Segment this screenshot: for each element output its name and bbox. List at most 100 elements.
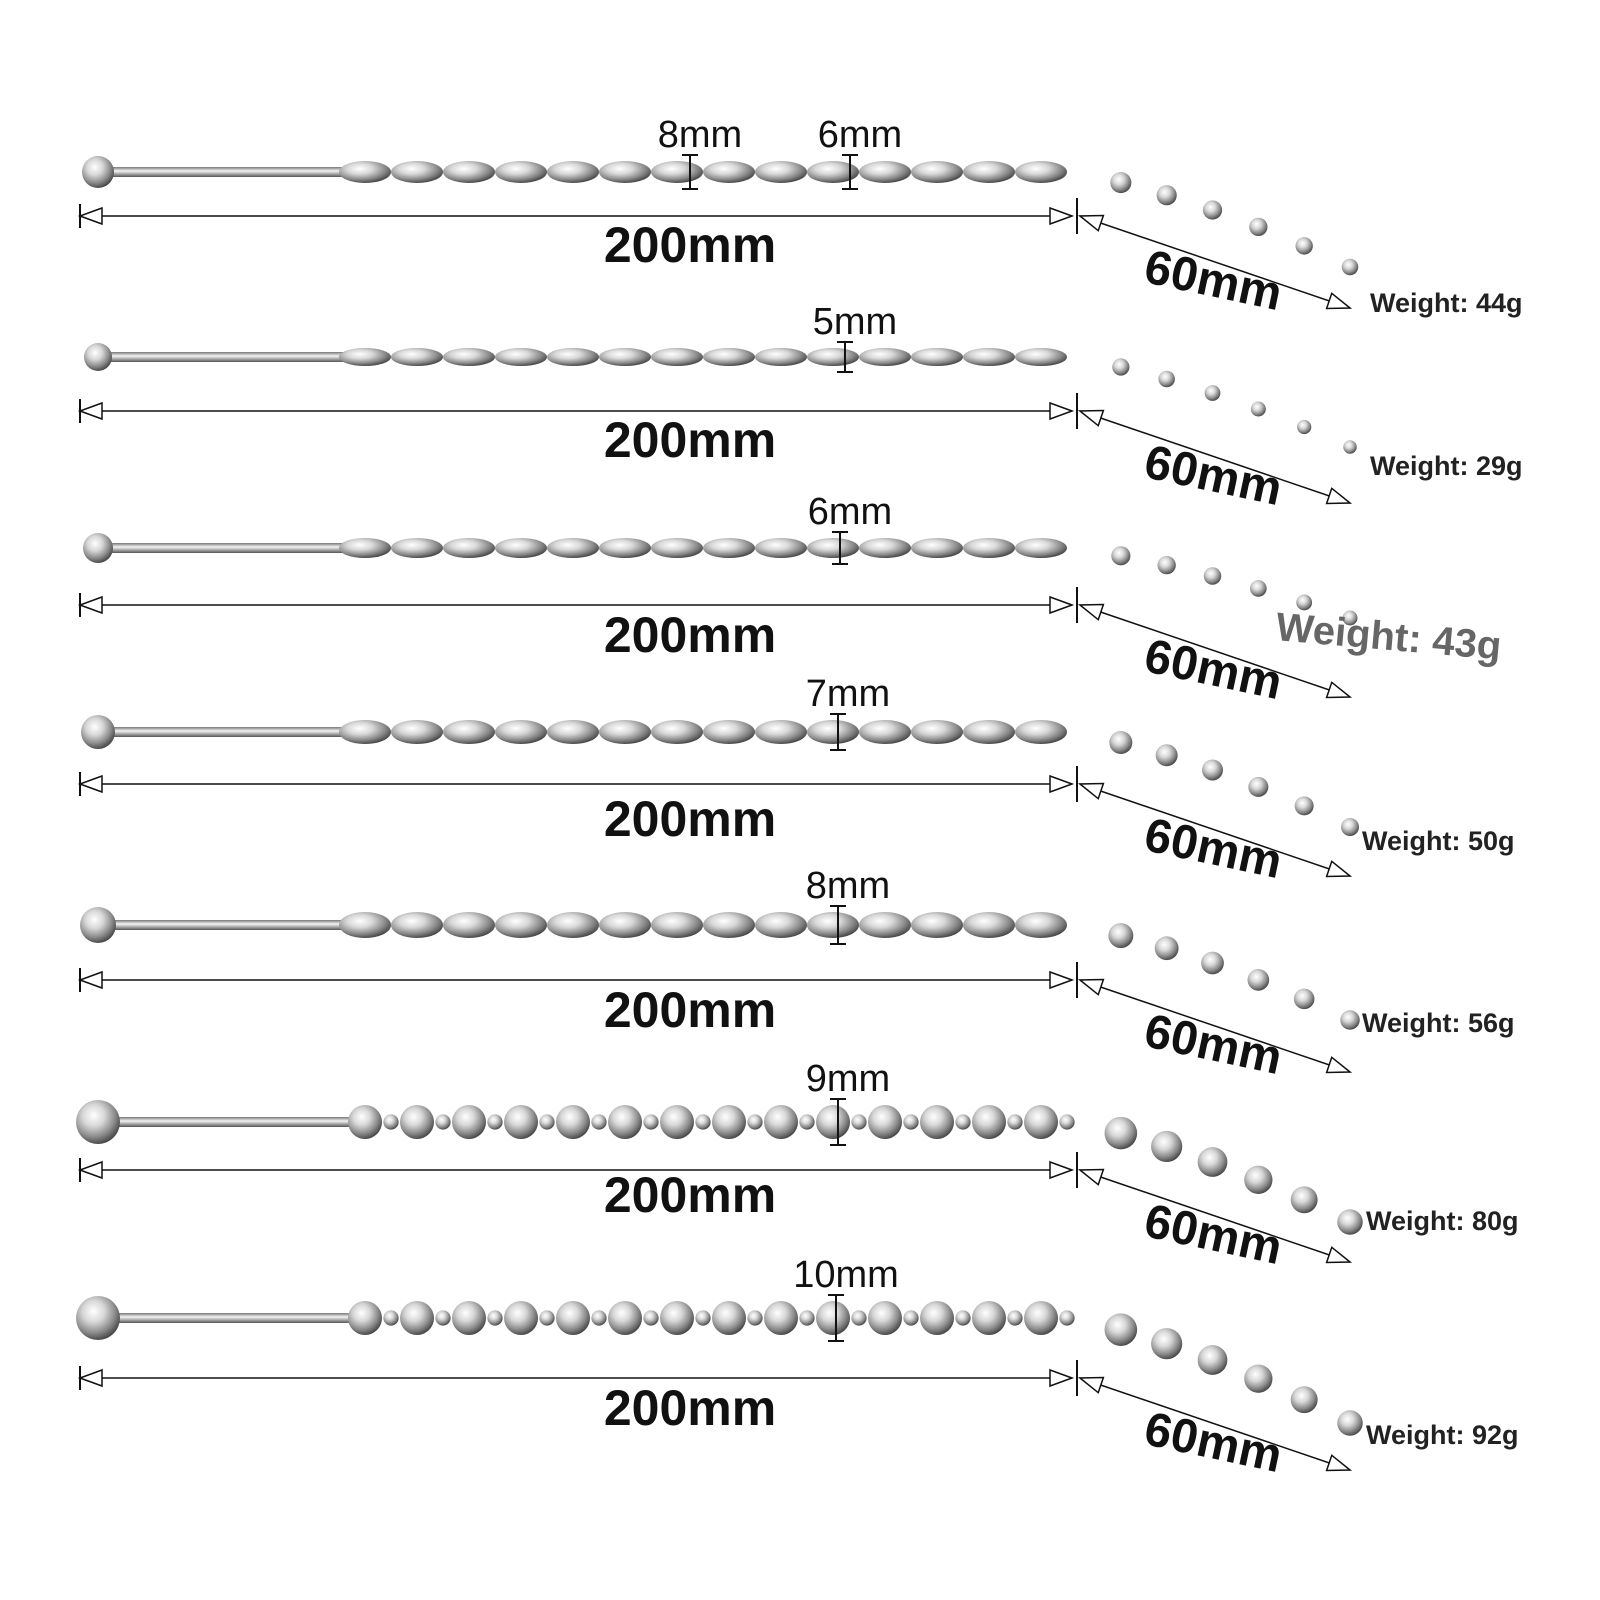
rod-bead bbox=[608, 1301, 642, 1335]
weight-label: Weight: 80g bbox=[1366, 1206, 1519, 1236]
rod-bead bbox=[348, 1301, 382, 1335]
arrow-head-end bbox=[1325, 1246, 1353, 1264]
weight-label: Weight: 50g bbox=[1362, 826, 1515, 856]
main-length-label: 200mm bbox=[604, 607, 776, 663]
tip-length-line bbox=[1079, 1377, 1351, 1471]
rod-bead bbox=[1015, 720, 1067, 744]
rod-tip-bead bbox=[1202, 759, 1223, 781]
rod-small-bead bbox=[799, 1114, 815, 1130]
rod-bead bbox=[755, 161, 807, 183]
rod-bead bbox=[391, 538, 443, 558]
rod-small-bead bbox=[955, 1310, 971, 1326]
tip-length-label: 60mm bbox=[1140, 240, 1287, 321]
rod-bead bbox=[599, 161, 651, 183]
rod-small-bead bbox=[1007, 1310, 1023, 1326]
rod-tip-bead bbox=[1154, 936, 1179, 961]
rod-bead bbox=[599, 538, 651, 558]
tip-length-label: 60mm bbox=[1140, 629, 1287, 710]
tip-length-label: 60mm bbox=[1140, 1004, 1287, 1085]
rod-bead bbox=[816, 1301, 850, 1335]
rod-tip-bead bbox=[1156, 185, 1177, 206]
rod-bead bbox=[556, 1301, 590, 1335]
rod-bead bbox=[920, 1301, 954, 1335]
rod-small-bead bbox=[747, 1114, 763, 1130]
main-length-label: 200mm bbox=[604, 1167, 776, 1223]
arrow-head-start bbox=[1077, 782, 1105, 800]
rod-shaft bbox=[100, 543, 360, 553]
tip-length-label: 60mm bbox=[1140, 1402, 1287, 1483]
rod-bead bbox=[1015, 161, 1067, 183]
rod-bead bbox=[651, 912, 703, 938]
rod-bead bbox=[443, 720, 495, 744]
rod-tip-bead bbox=[1112, 358, 1130, 376]
rod-bead bbox=[391, 720, 443, 744]
rod-bead bbox=[504, 1301, 538, 1335]
rod-tip-bead bbox=[1342, 610, 1358, 626]
rod-tip-bead bbox=[1250, 580, 1267, 597]
rod-bead bbox=[443, 348, 495, 366]
rod-small-bead bbox=[643, 1114, 659, 1130]
rod-shaft bbox=[100, 1117, 360, 1127]
rod-tip-bead bbox=[1294, 796, 1314, 816]
rod-bead bbox=[911, 912, 963, 938]
rod-bead bbox=[755, 720, 807, 744]
rod-tip-bead bbox=[1244, 1364, 1273, 1393]
rod-tip-bead bbox=[1110, 172, 1132, 194]
rod-bead bbox=[1024, 1105, 1058, 1139]
rod-end-ball bbox=[83, 533, 113, 563]
rod-tip-bead bbox=[1204, 385, 1221, 401]
rod-bead bbox=[391, 912, 443, 938]
weight-label: Weight: 43g bbox=[1274, 605, 1503, 669]
rod-shaft bbox=[100, 1313, 360, 1323]
rod-bead bbox=[547, 348, 599, 366]
rod-bead bbox=[911, 720, 963, 744]
arrow-head-left bbox=[77, 970, 103, 990]
tip-length-line bbox=[1079, 410, 1351, 504]
arrow-head-start bbox=[1077, 603, 1105, 621]
rod-bead bbox=[807, 538, 859, 558]
arrow-head-end bbox=[1325, 292, 1353, 310]
arrow-head-left bbox=[77, 206, 103, 226]
rod-tip-bead bbox=[1111, 546, 1131, 566]
rod-end-ball bbox=[76, 1296, 120, 1340]
arrow-head-left bbox=[77, 595, 103, 615]
arrow-head-left bbox=[77, 774, 103, 794]
rod-tip-bead bbox=[1197, 1345, 1228, 1375]
rod-bead bbox=[443, 538, 495, 558]
rod-bead bbox=[339, 720, 391, 744]
rod-bead bbox=[400, 1105, 434, 1139]
rod-small-bead bbox=[695, 1310, 711, 1326]
rod-tip-bead bbox=[1158, 370, 1175, 388]
rod-tip-bead bbox=[1104, 1116, 1138, 1150]
rod-bead bbox=[755, 348, 807, 366]
rod-bead bbox=[339, 912, 391, 938]
rod-bead bbox=[816, 1105, 850, 1139]
diameter-label: 6mm bbox=[808, 491, 892, 533]
arrow-head-right bbox=[1049, 206, 1075, 226]
main-length-label: 200mm bbox=[604, 982, 776, 1038]
rod-bead bbox=[911, 161, 963, 183]
tip-length-line bbox=[1079, 979, 1351, 1073]
rod-bead bbox=[495, 348, 547, 366]
rod-bead bbox=[963, 912, 1015, 938]
rod-small-bead bbox=[643, 1310, 659, 1326]
rod-tip-bead bbox=[1295, 237, 1313, 255]
rod-bead bbox=[660, 1105, 694, 1139]
rod-small-bead bbox=[383, 1114, 399, 1130]
rod-tip-bead bbox=[1297, 419, 1312, 435]
rod-bead bbox=[859, 538, 911, 558]
rod-bead bbox=[963, 720, 1015, 744]
rod-bead bbox=[1024, 1301, 1058, 1335]
rod-tip-bead bbox=[1151, 1130, 1183, 1163]
main-length-label: 200mm bbox=[604, 217, 776, 273]
rod-bead bbox=[755, 538, 807, 558]
rod-bead bbox=[400, 1301, 434, 1335]
rod-tip-bead bbox=[1337, 1209, 1363, 1235]
rod-bead bbox=[495, 720, 547, 744]
rod-bead bbox=[703, 538, 755, 558]
rod-small-bead bbox=[1059, 1310, 1075, 1326]
rod-tip-bead bbox=[1244, 1165, 1273, 1194]
weight-label: Weight: 92g bbox=[1366, 1420, 1519, 1450]
rod-bead bbox=[972, 1105, 1006, 1139]
